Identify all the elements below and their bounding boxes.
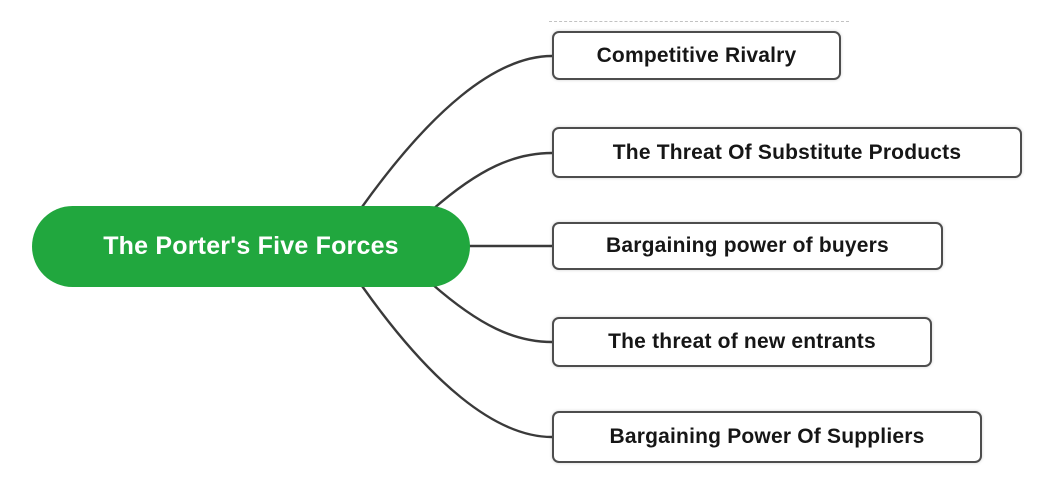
root-node[interactable]: The Porter's Five Forces	[32, 206, 470, 287]
branch-label: Bargaining power of buyers	[606, 234, 889, 257]
connector-line-substitute-products	[430, 151, 554, 212]
root-node-label: The Porter's Five Forces	[103, 232, 399, 260]
branch-label: The threat of new entrants	[608, 330, 876, 353]
branch-label: Competitive Rivalry	[596, 43, 797, 67]
branch-node-threat-of-substitute-products[interactable]: The Threat Of Substitute Products	[552, 127, 1022, 178]
branch-node-threat-of-new-entrants[interactable]: The threat of new entrants	[552, 317, 932, 367]
branch-label: Bargaining Power Of Suppliers	[609, 425, 925, 448]
branch-node-bargaining-power-of-buyers[interactable]: Bargaining power of buyers	[552, 222, 943, 270]
branch-node-bargaining-power-of-suppliers[interactable]: Bargaining Power Of Suppliers	[552, 411, 982, 463]
dashed-artifact-line	[549, 21, 849, 22]
connector-line-new-entrants	[430, 282, 554, 344]
connector-line-suppliers	[360, 284, 554, 439]
branch-node-competitive-rivalry[interactable]: Competitive Rivalry	[552, 31, 841, 80]
branch-label: The Threat Of Substitute Products	[612, 140, 962, 164]
connector-line-competitive-rivalry	[360, 54, 554, 209]
